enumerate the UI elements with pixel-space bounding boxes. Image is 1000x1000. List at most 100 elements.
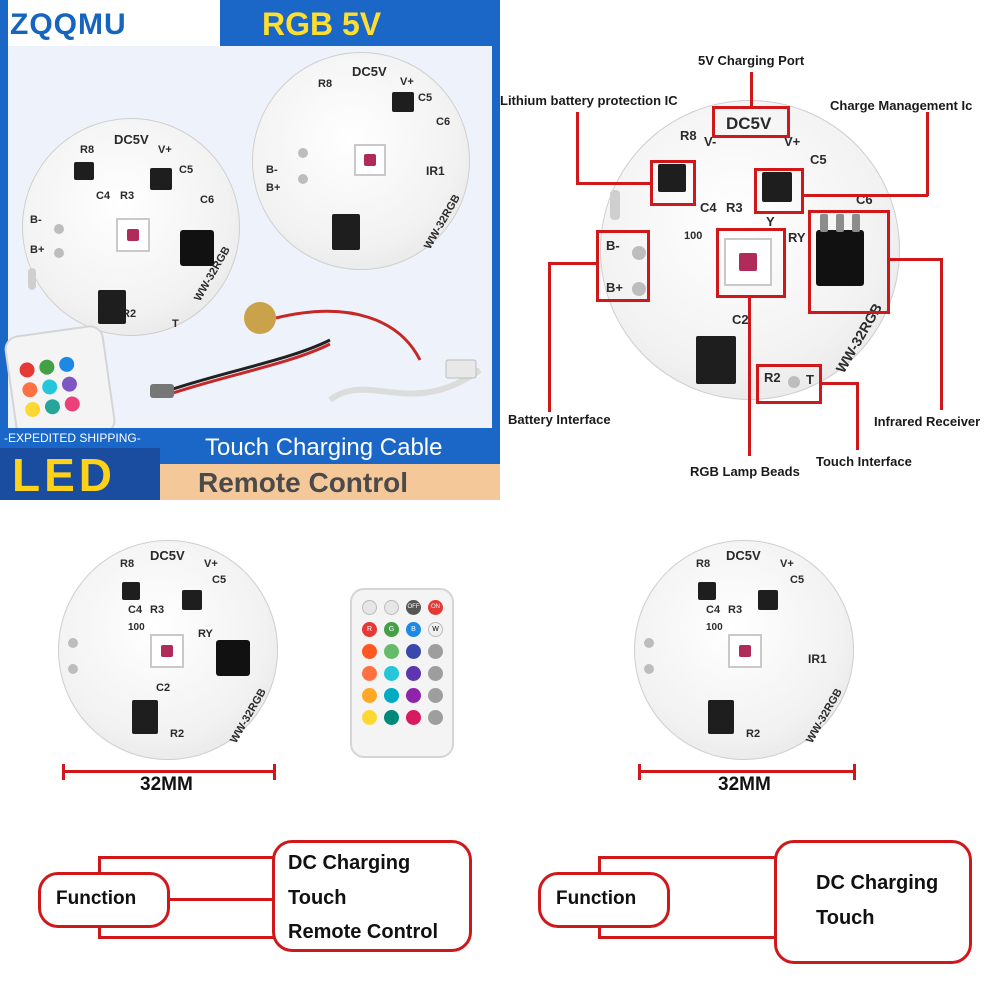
color-btn-9 xyxy=(406,688,421,703)
label-ir-receiver: Infrared Receiver xyxy=(874,414,981,429)
bl-pad-a xyxy=(68,638,78,648)
ann-r8-label: R8 xyxy=(680,128,697,143)
strobe-icon xyxy=(428,666,443,681)
color-btn-1 xyxy=(362,644,377,659)
remote-btn-green xyxy=(38,358,56,376)
c5-label: C5 xyxy=(179,164,194,176)
bl-rgb-led xyxy=(150,634,184,668)
function-items-box-left xyxy=(272,840,472,952)
bl-pad-b xyxy=(68,664,78,674)
variant-with-remote: DC5V R8 V+ C5 C4 R3 RY 100 C2 R2 WW-32RG… xyxy=(0,500,500,1000)
ann-r3-label: R3 xyxy=(726,200,743,215)
ann-b-plus-label: B+ xyxy=(606,280,623,295)
line-battery-h xyxy=(548,262,598,265)
b-minus-label: B- xyxy=(30,214,42,226)
br-ir1-label: IR1 xyxy=(808,652,827,666)
color-btn-10 xyxy=(362,710,377,725)
dc5v-label-2: DC5V xyxy=(352,64,387,79)
rgb-led-2 xyxy=(354,144,386,176)
ir1-label: IR1 xyxy=(426,164,445,178)
color-btn-2 xyxy=(384,644,399,659)
line-protection-h xyxy=(576,182,652,185)
function-label-right: Function xyxy=(556,888,637,909)
led-badge: LED xyxy=(12,449,116,500)
bl-r3-label: R3 xyxy=(150,604,165,616)
dimension-tick-r2 xyxy=(853,764,856,780)
label-charging-port: 5V Charging Port xyxy=(698,53,805,68)
label-rgb-beads: RGB Lamp Beads xyxy=(690,464,800,479)
ann-t-label: T xyxy=(806,372,814,387)
bl-main-ic xyxy=(132,700,158,734)
bl-c5-label: C5 xyxy=(212,574,227,586)
fn-r-line-2v xyxy=(598,926,601,938)
charge-ic-2 xyxy=(392,92,414,112)
dimension-label-right: 32MM xyxy=(718,774,771,795)
board-slot xyxy=(28,268,36,290)
br-pad-b xyxy=(644,664,654,674)
c4-label: C4 xyxy=(96,190,111,202)
pcb-board-left: DC5V R8 V+ C5 C4 R3 C6 B- B+ R2 T WW-32R… xyxy=(22,118,240,336)
touch-pad-icon xyxy=(244,302,276,334)
color-btn-11 xyxy=(384,710,399,725)
smooth-icon xyxy=(428,710,443,725)
b-plus-label: B+ xyxy=(30,244,45,256)
color-btn-12 xyxy=(406,710,421,725)
box-charging-port xyxy=(712,106,790,138)
ann-b-minus-label: B- xyxy=(606,238,620,253)
fn-r-line-1v xyxy=(598,856,601,874)
ann-dc5v-label: DC5V xyxy=(726,114,772,133)
pcb-board-right: DC5V R8 V+ C5 C6 B- B+ IR1 WW-32RGB xyxy=(252,52,470,270)
dc5v-label: DC5V xyxy=(114,132,149,147)
function-item-dc-charging-right: DC Charging xyxy=(816,872,939,894)
brightness-down-icon xyxy=(384,600,399,615)
ann-ir-pin-2 xyxy=(836,214,844,232)
ann-rgb-led xyxy=(724,238,772,286)
line-charge-h xyxy=(802,194,928,197)
remote-off-button: OFF xyxy=(406,600,421,615)
c6-label-2: C6 xyxy=(436,116,451,128)
box-touch xyxy=(756,364,822,404)
br-charge-ic xyxy=(758,590,778,610)
ann-b-minus-pad xyxy=(632,246,646,260)
br-100-label: 100 xyxy=(706,622,723,633)
line-touch-v xyxy=(856,382,859,450)
box-rgb-beads xyxy=(716,228,786,298)
dimension-line-right xyxy=(638,770,856,773)
line-charge-v xyxy=(926,112,929,196)
remote-btn-teal xyxy=(43,398,61,416)
b-plus-label-2: B+ xyxy=(266,182,281,194)
line-ir-h xyxy=(888,258,942,261)
ann-touch-pad xyxy=(788,376,800,388)
frame-left xyxy=(0,0,8,500)
label-battery: Battery Interface xyxy=(508,412,611,427)
brightness-up-icon xyxy=(362,600,377,615)
bl-100-label: 100 xyxy=(128,622,145,633)
ann-charge-ic xyxy=(762,172,792,202)
remote-btn-pink xyxy=(63,395,81,413)
pad-2b xyxy=(298,174,308,184)
br-c5-label: C5 xyxy=(790,574,805,586)
rgb-led xyxy=(116,218,150,252)
box-protection-ic xyxy=(650,160,696,206)
pcb-board-bl: DC5V R8 V+ C5 C4 R3 RY 100 C2 R2 WW-32RG… xyxy=(58,540,278,760)
dimension-tick-l1 xyxy=(62,764,65,780)
ann-slot xyxy=(610,190,620,220)
ann-b-plus-pad xyxy=(632,282,646,296)
main-ic-2 xyxy=(332,214,360,250)
function-box-right xyxy=(538,872,670,928)
ann-100-label: 100 xyxy=(684,230,703,242)
remote-r-button: R xyxy=(362,622,377,637)
product-hero-panel: ZQQMU RGB 5V DC5V R8 V+ C5 C4 R3 C6 B- B… xyxy=(0,0,500,500)
color-btn-8 xyxy=(384,688,399,703)
br-main-ic xyxy=(708,700,734,734)
br-r8-label: R8 xyxy=(696,558,711,570)
dimension-tick-l2 xyxy=(273,764,276,780)
fn-r-line-1h xyxy=(598,856,776,859)
color-btn-7 xyxy=(362,688,377,703)
ann-ir-receiver xyxy=(816,230,864,286)
line-rgb xyxy=(748,296,751,456)
line-ir-v xyxy=(940,258,943,410)
function-label-left: Function xyxy=(56,888,137,909)
model-label-2: WW-32RGB xyxy=(422,192,463,252)
color-btn-4 xyxy=(362,666,377,681)
